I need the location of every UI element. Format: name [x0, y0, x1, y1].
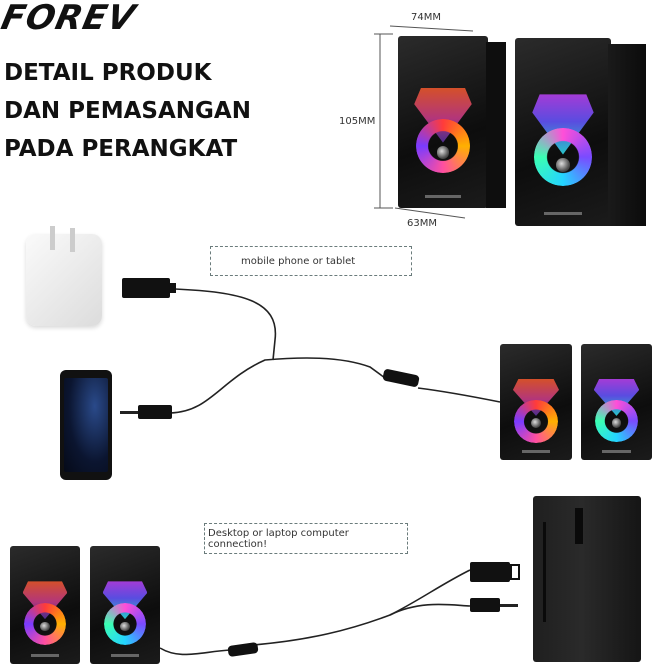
speaker-logo: [31, 653, 59, 657]
speaker-right-desktop-diagram: [90, 546, 160, 664]
speaker-driver-icon: [436, 146, 450, 159]
speaker-driver-icon: [611, 418, 622, 429]
speaker-logo: [543, 211, 583, 215]
headline-line-2: DAN PEMASANGAN: [4, 98, 251, 124]
speaker-driver-icon: [530, 418, 542, 429]
speaker-logo: [425, 194, 461, 198]
adapter-prong-icon: [70, 228, 75, 252]
speaker-driver-icon: [556, 158, 570, 172]
usb-plug-icon: [470, 562, 510, 582]
speaker-driver-icon: [120, 621, 130, 632]
speaker-left-side-panel: [486, 42, 506, 208]
smartphone-screen: [64, 378, 108, 472]
usb-power-adapter-icon: [26, 234, 102, 326]
audio-jack-plug-icon: [470, 598, 500, 612]
usb-plug-icon: [122, 278, 170, 298]
speaker-right-product-image: [515, 38, 611, 226]
headline-line-1: DETAIL PRODUK: [4, 60, 212, 86]
speaker-right-side-panel: [608, 44, 646, 226]
dimension-height-label: 105MM: [339, 116, 376, 127]
pc-front-buttons: [575, 508, 583, 544]
desktop-diagram-label-box: Desktop or laptop computer connection!: [204, 523, 408, 554]
audio-jack-tip-icon: [500, 604, 518, 607]
speaker-left-mobile-diagram: [500, 344, 572, 460]
adapter-prong-icon: [50, 226, 55, 250]
usb-plug-neck: [170, 283, 176, 293]
dimension-depth-label: 63MM: [407, 218, 437, 229]
speaker-right-mobile-diagram: [581, 344, 652, 460]
mobile-diagram-label: mobile phone or tablet: [241, 255, 356, 267]
desktop-pc-tower-icon: [533, 496, 641, 662]
speaker-logo: [521, 450, 551, 454]
speaker-rgb-ring-icon: [416, 118, 470, 173]
mobile-diagram-label-box: mobile phone or tablet: [210, 246, 412, 276]
speaker-logo: [111, 653, 139, 657]
headline-line-3: PADA PERANGKAT: [4, 136, 238, 162]
speaker-logo: [602, 450, 631, 454]
speaker-left-product-image: [398, 36, 488, 208]
usb-plug-connector: [510, 564, 520, 580]
desktop-diagram-label: Desktop or laptop computer connection!: [208, 527, 349, 550]
speaker-rgb-ring-icon: [534, 128, 592, 186]
audio-jack-plug-icon: [138, 405, 172, 419]
audio-jack-tip-icon: [120, 411, 138, 414]
speaker-driver-icon: [40, 621, 50, 632]
dimension-width-label: 74MM: [411, 12, 441, 23]
smartphone-icon: [60, 370, 112, 480]
pc-side-vent: [543, 522, 546, 622]
speaker-left-desktop-diagram: [10, 546, 80, 664]
